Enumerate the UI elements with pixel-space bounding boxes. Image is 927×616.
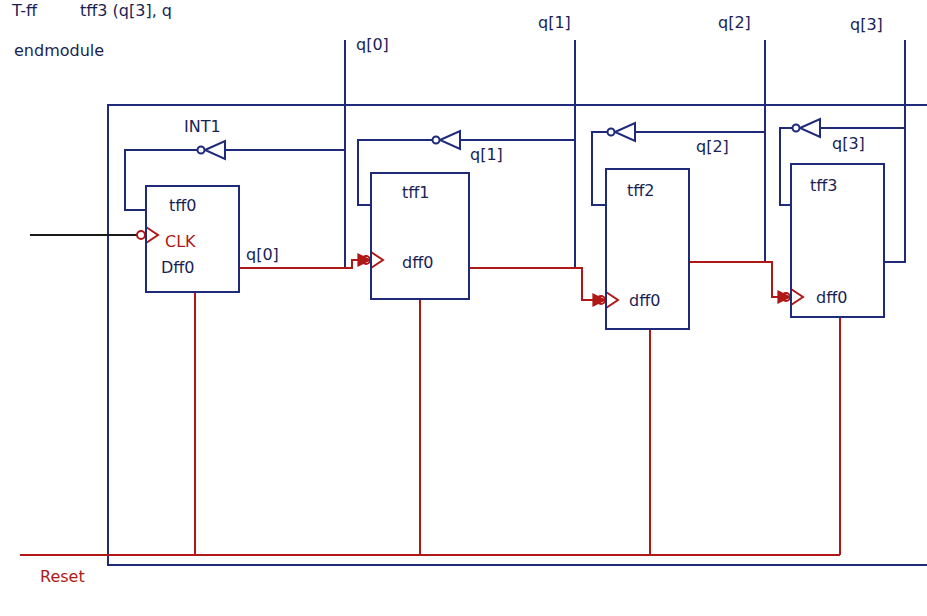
feedback-wire [780,128,905,205]
flip-flop-box: tff2 dff0 [605,168,690,330]
signal-label: q[2] [718,14,751,32]
block-label: dff0 [629,292,660,310]
signal-label: q[2] [696,138,729,156]
reset-wire [194,293,196,555]
output-wire [885,40,905,262]
flip-flop-box: tff3 dff0 [790,163,885,318]
signal-label: q[3] [850,16,883,34]
clock-bubble [137,231,145,239]
block-name: tff1 [402,184,429,202]
clock-wire [30,234,137,236]
output-wire [240,40,345,268]
reset-wire [419,300,421,555]
inverter-symbol [615,123,635,141]
inverter-symbol [205,141,225,159]
flip-flop-box: tff1 dff0 [370,172,470,300]
clock-ripple-wire [470,268,605,300]
output-wire [470,40,575,268]
inverter-symbol [440,131,460,149]
clock-triangle [606,292,618,308]
inverter-bubble [608,129,615,136]
module-boundary [108,105,927,565]
signal-label: q[1] [470,146,503,164]
reset-wire [20,554,840,556]
inverter-bubble [198,147,205,154]
signal-label: q[3] [832,135,865,153]
flip-flop-box: tff0CLK Dff0 [145,185,240,293]
signal-label: tff3 (q[3], q [80,2,172,20]
signal-label: q[0] [246,246,279,264]
signal-label: q[0] [356,36,389,54]
block-name: tff2 [627,182,654,200]
signal-label: q[1] [538,14,571,32]
feedback-wire [125,150,345,210]
block-label: dff0 [402,254,433,272]
inverter-bubble [793,125,800,132]
inverter-bubble [433,137,440,144]
block-label: CLK [165,233,196,251]
block-label: Dff0 [161,259,195,277]
signal-label: INT1 [184,118,221,136]
reset-wire [649,330,651,555]
inverter-symbol [800,119,820,137]
reset-wire [839,318,841,555]
signal-label: endmodule [14,42,104,60]
block-name: tff3 [810,177,837,195]
signal-label: Reset [40,568,85,586]
clock-triangle [371,252,383,268]
output-wire [690,40,765,262]
clock-triangle [146,227,158,243]
block-name: tff0 [169,197,196,215]
clock-ripple-wire [690,262,790,297]
signal-label: T-ff [12,2,37,20]
clock-triangle [791,289,803,305]
block-label: dff0 [816,289,847,307]
